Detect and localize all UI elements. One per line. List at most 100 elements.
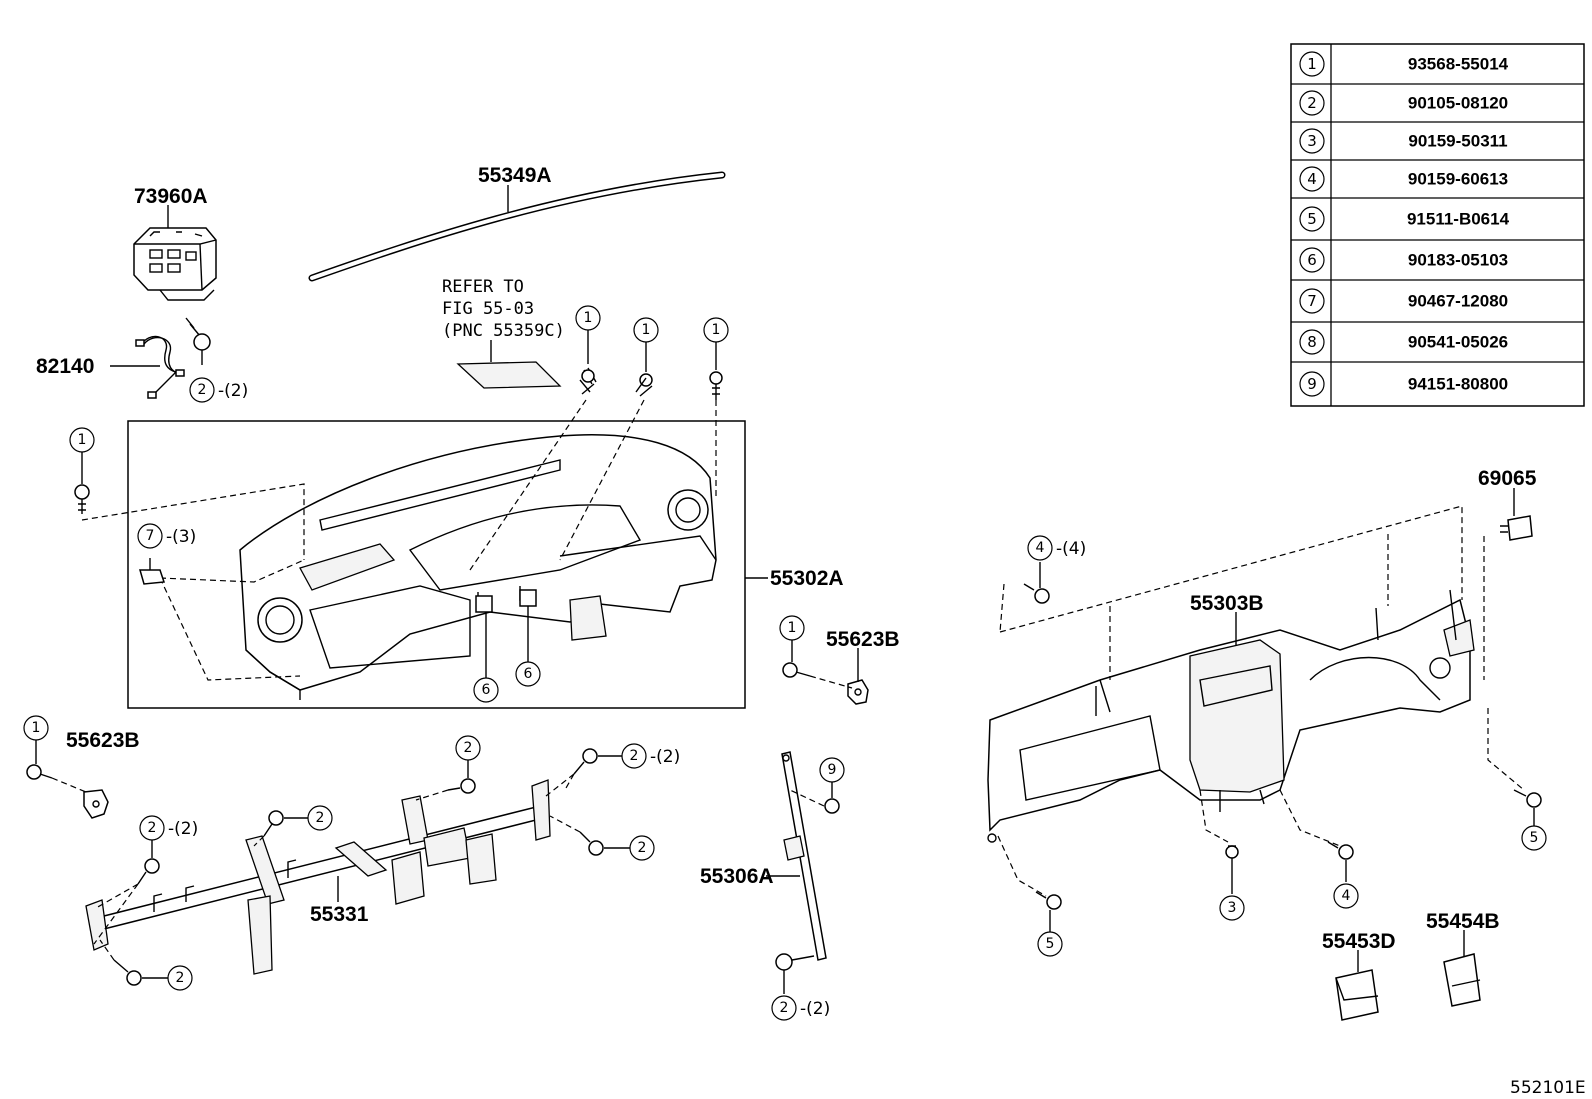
callout-2: 2-(2): [139, 815, 198, 841]
callout-number: 2: [316, 810, 325, 826]
callout-number: 2: [198, 382, 207, 398]
bracket-55623B-right[interactable]: [847, 679, 869, 705]
callout-number: 2: [464, 740, 473, 756]
callout-1: 1: [23, 715, 49, 741]
callout-circle: [167, 965, 193, 991]
callout-circle: [69, 427, 95, 453]
bolt-icon: [775, 953, 815, 971]
callout-number: 2: [148, 820, 157, 836]
callout-6: 6: [515, 661, 541, 687]
callout-quantity: -(4): [1056, 539, 1086, 559]
label-82140: 82140: [36, 355, 94, 378]
callout-circle: [137, 523, 163, 549]
callout-circle: [1219, 895, 1245, 921]
callout-number: 7: [146, 528, 155, 544]
parts-table-row: 9 94151-80800: [1291, 361, 1584, 397]
connector-69065[interactable]: [1500, 515, 1533, 541]
callout-circle: [307, 805, 333, 831]
instrument-panel-frame: [127, 420, 746, 709]
trim-strip-55349A[interactable]: [308, 171, 726, 282]
brace-55306A[interactable]: [781, 751, 827, 961]
callout-number: 2: [176, 970, 185, 986]
callout-circle: [1521, 825, 1547, 851]
key-circle: [1299, 90, 1325, 116]
key-number: 1: [1307, 55, 1317, 73]
bolt-icon: [782, 662, 811, 678]
callout-2: 2-(2): [621, 743, 680, 769]
callout-6: 6: [473, 677, 499, 703]
label-55623B-right: 55623B: [826, 628, 900, 651]
part-number: 90467-12080: [1408, 292, 1508, 311]
callout-5: 5: [1521, 825, 1547, 851]
key-circle: [1299, 166, 1325, 192]
note-line-2: FIG 55-03: [442, 299, 534, 319]
key-number: 4: [1307, 170, 1317, 188]
instrument-panel-55302A[interactable]: [239, 434, 717, 700]
screw-icon: [709, 371, 723, 400]
key-number: 2: [1307, 94, 1317, 112]
callout-circle: [455, 735, 481, 761]
callout-2: 2: [455, 735, 481, 761]
label-55349A: 55349A: [478, 164, 552, 187]
callout-1: 1: [633, 317, 659, 343]
callout-number: 4: [1342, 888, 1351, 904]
bolt-icon: [579, 831, 604, 856]
callout-number: 1: [584, 310, 593, 326]
key-circle: [1299, 247, 1325, 273]
callout-1: 1: [69, 427, 95, 453]
part-number: 90159-50311: [1408, 132, 1507, 151]
reinforcement-55331[interactable]: [85, 779, 551, 975]
airbag-module-73960A[interactable]: [133, 227, 217, 301]
callout-quantity: -(3): [166, 527, 196, 547]
callout-3: 3: [1219, 895, 1245, 921]
parts-table-row: 3 90159-50311: [1291, 121, 1584, 154]
key-circle: [1299, 288, 1325, 314]
callout-number: 2: [780, 1000, 789, 1016]
bolt-icon: [447, 778, 476, 794]
figure-code: 552101E: [1510, 1078, 1586, 1098]
label-69065: 69065: [1478, 467, 1537, 490]
callout-quantity: -(2): [650, 747, 680, 767]
nut-icon: [824, 798, 840, 814]
callout-4: 4: [1333, 883, 1359, 909]
callout-circle: [1333, 883, 1359, 909]
callout-1: 1: [779, 615, 805, 641]
note-line-1: REFER TO: [442, 277, 524, 297]
key-circle: [1299, 206, 1325, 232]
screw-icon: [74, 484, 90, 514]
key-number: 9: [1307, 375, 1317, 393]
callout-number: 4: [1036, 540, 1045, 556]
label-55331: 55331: [310, 903, 369, 926]
clip-icon: [519, 589, 537, 607]
callout-number: 1: [712, 322, 721, 338]
bolt-icon: [185, 317, 211, 351]
callout-2: 2 -(2): [771, 995, 830, 1021]
callout-2: 2: [629, 835, 655, 861]
cover-55453D[interactable]: [1335, 969, 1379, 1021]
bolt-icon: [1327, 841, 1354, 860]
callout-circle: [1027, 535, 1053, 561]
callout-number: 9: [828, 762, 837, 778]
callout-7: 7 -(3): [137, 523, 196, 549]
callout-2: 2-(2): [189, 377, 248, 403]
callout-number: 1: [788, 620, 797, 636]
screw-icon: [635, 373, 653, 397]
cover-55454B[interactable]: [1443, 953, 1481, 1007]
callout-circle: [779, 615, 805, 641]
callout-number: 2: [638, 840, 647, 856]
key-number: 3: [1307, 132, 1317, 150]
callout-quantity: -(2): [800, 999, 830, 1019]
callout-circle: [819, 757, 845, 783]
part-number: 94151-80800: [1408, 375, 1508, 394]
callout-number: 3: [1228, 900, 1237, 916]
lower-panel-55303B[interactable]: [987, 589, 1475, 843]
bolt-icon: [113, 959, 142, 986]
clip-icon: [475, 595, 493, 613]
bracket-55623B-left[interactable]: [83, 789, 109, 819]
wire-harness-82140[interactable]: [135, 335, 185, 399]
